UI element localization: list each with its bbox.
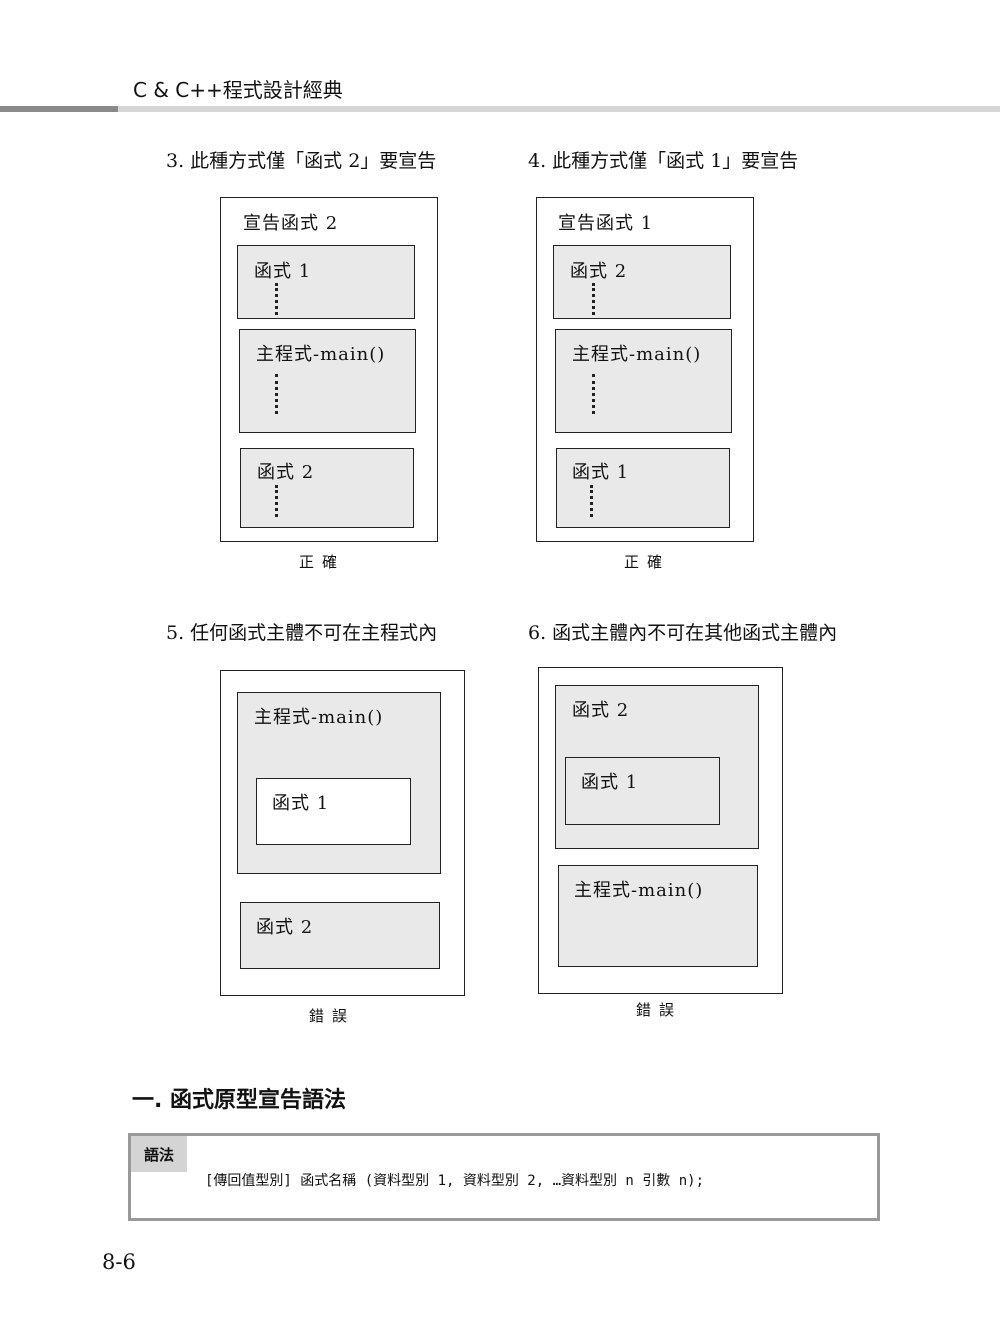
diagram-4-box-main-label: 主程式-main() (572, 344, 702, 365)
diagram-5-caption: 錯誤 (309, 1007, 356, 1025)
diagram-4-ellipsis (592, 374, 595, 414)
diagram-3-box-main-label: 主程式-main() (256, 344, 386, 365)
diagram-3-ellipsis (275, 374, 278, 414)
book-title: C & C++程式設計經典 (133, 78, 343, 102)
diagram-3-caption: 正確 (299, 553, 346, 571)
item-5-title: 5. 任何函式主體不可在主程式內 (166, 622, 438, 644)
diagram-3-box-function2-label: 函式 2 (257, 462, 315, 483)
diagram-5-box-function2 (240, 902, 440, 969)
item-4-title: 4. 此種方式僅「函式 1」要宣告 (528, 150, 799, 172)
diagram-4-declaration: 宣告函式 1 (558, 213, 654, 234)
diagram-4-box-function2 (553, 245, 731, 319)
diagram-4-caption: 正確 (624, 553, 671, 571)
diagram-3-declaration: 宣告函式 2 (243, 213, 339, 234)
diagram-4-ellipsis (590, 485, 593, 517)
diagram-4-box-function2-label: 函式 2 (570, 261, 628, 282)
syntax-box (128, 1133, 880, 1221)
diagram-3-box-function1 (237, 245, 415, 319)
item-6-title: 6. 函式主體內不可在其他函式主體內 (528, 622, 838, 644)
diagram-4-ellipsis (592, 283, 595, 315)
diagram-3-box-main (239, 329, 416, 433)
header-rule-accent (0, 106, 118, 112)
diagram-5-box-function2-label: 函式 2 (256, 917, 314, 938)
diagram-4-box-function1-label: 函式 1 (572, 462, 630, 483)
diagram-3-box-function1-label: 函式 1 (254, 261, 312, 282)
diagram-4-box-function1 (556, 448, 730, 528)
section-title: 一. 函式原型宣告語法 (132, 1088, 347, 1113)
header-rule (0, 106, 1000, 112)
diagram-6-box-function1 (565, 757, 720, 825)
diagram-4-box-main (555, 329, 732, 433)
diagram-5-box-function1-label: 函式 1 (272, 793, 330, 814)
diagram-3-ellipsis (275, 485, 278, 517)
diagram-6-box-main-label: 主程式-main() (574, 880, 704, 901)
syntax-label: 語法 (131, 1136, 187, 1172)
diagram-3-ellipsis (275, 283, 278, 315)
page-number: 8-6 (102, 1250, 136, 1274)
diagram-5-box-main-label: 主程式-main() (254, 707, 384, 728)
item-3-title: 3. 此種方式僅「函式 2」要宣告 (166, 150, 437, 172)
diagram-6-box-function2-label: 函式 2 (572, 700, 630, 721)
diagram-5-box-function1 (256, 778, 411, 845)
diagram-6-box-main (558, 865, 758, 967)
diagram-6-box-function1-label: 函式 1 (581, 772, 639, 793)
diagram-3-box-function2 (240, 448, 414, 528)
diagram-6-caption: 錯誤 (636, 1001, 683, 1019)
syntax-text: [傳回值型別] 函式名稱 (資料型別 1, 資料型別 2, …資料型別 n 引數… (205, 1173, 705, 1189)
